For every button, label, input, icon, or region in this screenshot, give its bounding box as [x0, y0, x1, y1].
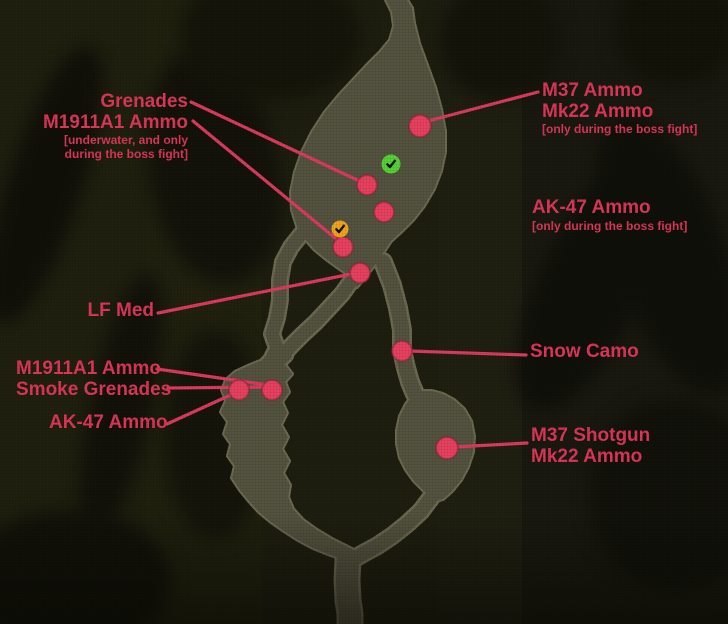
ak47-right-label-text: [only during the boss fight]	[532, 218, 688, 233]
ak47-right-label: AK-47 Ammo[only during the boss fight]	[532, 197, 688, 233]
line-lf-med	[156, 270, 363, 315]
collected-checkmarks	[331, 154, 401, 238]
grenades-m1911a1-label-text: M1911A1 Ammo	[42, 111, 188, 133]
m37-mk22-top-label-text: M37 Ammo	[542, 80, 643, 101]
snow-camo-label: Snow Camo	[530, 341, 639, 363]
marker-ak47-right	[373, 201, 395, 223]
collected-check-green-icon	[381, 154, 401, 174]
m37-shotgun-label-text: Mk22 Ammo	[531, 445, 643, 467]
grenades-m1911a1-label-text: during the boss fight]	[64, 147, 188, 161]
marker-m1911a1-smoke	[261, 379, 283, 401]
terrain-shadow	[180, 0, 360, 100]
snow-camo-label-text: Snow Camo	[530, 341, 639, 362]
ak47-left-label-text: AK-47 Ammo	[49, 412, 168, 433]
marker-m1911a1-top	[332, 236, 354, 258]
line-m37-shotgun	[452, 441, 529, 449]
ak47-left-label: AK-47 Ammo	[49, 412, 168, 434]
line-snow-camo	[408, 349, 528, 357]
grenades-m1911a1-label-text: Grenades	[100, 91, 188, 112]
marker-ak47-left	[228, 379, 250, 401]
m37-mk22-top-label-text: [only during the boss fight]	[542, 122, 698, 136]
marker-m37-shotgun	[435, 436, 459, 460]
line-smoke	[166, 385, 270, 390]
line-m1911a1-mid	[155, 367, 270, 387]
marker-m37-ammo-top	[408, 114, 432, 138]
m1911a1-smoke-label-text: M1911A1 Ammo	[16, 358, 162, 379]
line-m1911a1-top	[191, 119, 348, 249]
line-ak47-left	[165, 390, 239, 426]
grenades-m1911a1-label-text: [underwater, and only	[63, 133, 188, 147]
collected-check-orange-icon	[331, 220, 349, 238]
leader-lines	[155, 90, 540, 449]
line-m37-top	[426, 90, 540, 123]
terrain-shadow	[615, 0, 728, 85]
m37-shotgun-label-text: M37 Shotgun	[531, 425, 651, 446]
m37-mk22-top-label-text: Mk22 Ammo	[542, 100, 654, 122]
bottom-vignette	[0, 514, 728, 624]
marker-lf-med	[349, 262, 371, 284]
ak47-right-label-text: AK-47 Ammo	[532, 197, 651, 218]
item-markers	[228, 114, 459, 460]
m1911a1-smoke-label-text: Smoke Grenades	[16, 378, 172, 400]
lf-med-label-text: LF Med	[87, 300, 155, 321]
line-grenades	[189, 100, 372, 188]
marker-grenades	[356, 174, 378, 196]
lf-med-label: LF Med	[87, 300, 155, 322]
terrain-shadow	[440, 0, 560, 100]
marker-snow-camo	[391, 340, 413, 362]
